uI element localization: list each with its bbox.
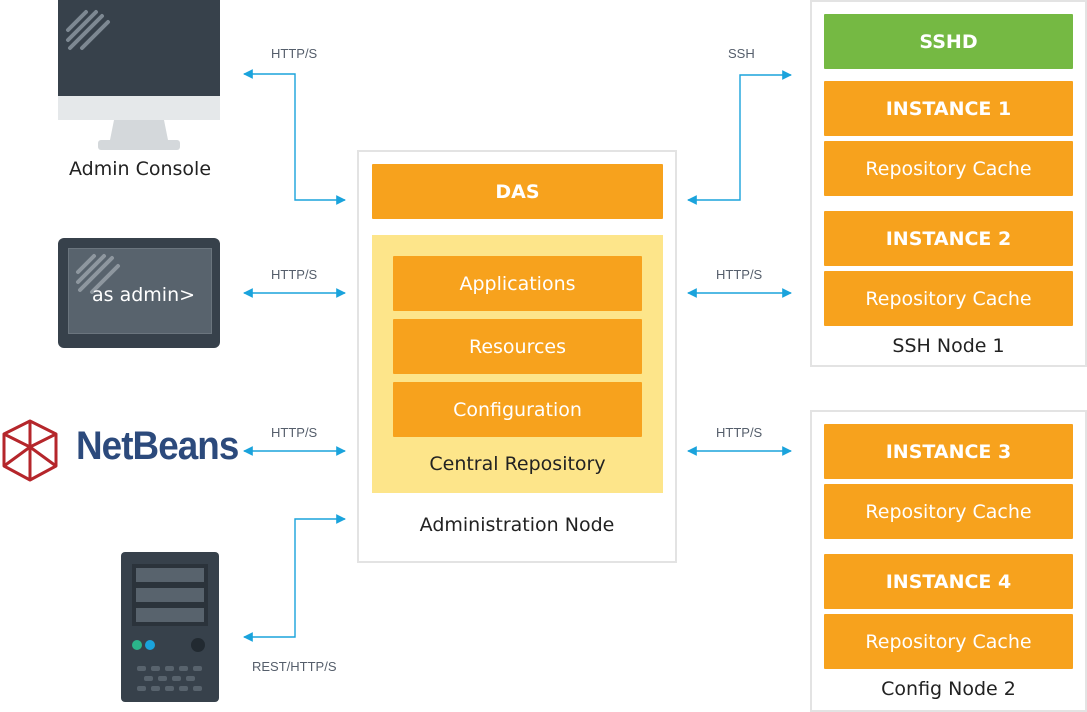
admin-console-label: Admin Console	[68, 158, 212, 180]
arrow-admin-console	[243, 69, 346, 205]
protocol-label-ssh: SSH	[728, 46, 755, 61]
arrow-server	[243, 514, 346, 642]
instance-1-block: INSTANCE 1	[824, 81, 1073, 136]
protocol-label-netbeans: HTTP/S	[271, 425, 318, 440]
protocol-label-terminal: HTTP/S	[271, 267, 318, 282]
protocol-label-config-node: HTTP/S	[716, 425, 763, 440]
repository-cache-2-block: Repository Cache	[824, 271, 1073, 326]
das-block: DAS	[372, 164, 663, 219]
configuration-block: Configuration	[393, 382, 642, 437]
resources-block: Resources	[393, 319, 642, 374]
repository-cache-3-block: Repository Cache	[824, 484, 1073, 539]
instance-4-block: INSTANCE 4	[824, 554, 1073, 609]
terminal-icon: as admin>	[58, 238, 220, 348]
protocol-label-server: REST/HTTP/S	[252, 659, 337, 674]
protocol-label-ssh-node: HTTP/S	[716, 267, 763, 282]
arrow-ssh	[687, 70, 792, 205]
server-icon	[121, 552, 219, 702]
repository-cache-1-block: Repository Cache	[824, 141, 1073, 196]
netbeans-logo-text: NetBeans	[76, 424, 239, 468]
monitor-icon	[58, 0, 220, 150]
instance-2-block: INSTANCE 2	[824, 211, 1073, 266]
netbeans-cube-icon	[2, 419, 58, 482]
instance-3-block: INSTANCE 3	[824, 424, 1073, 479]
sshd-block: SSHD	[824, 14, 1073, 69]
config-node-label: Config Node 2	[881, 678, 1016, 700]
protocol-label-admin-console: HTTP/S	[271, 46, 318, 61]
repository-cache-4-block: Repository Cache	[824, 614, 1073, 669]
terminal-prompt: as admin>	[92, 284, 196, 306]
ssh-node-label: SSH Node 1	[892, 335, 1005, 357]
applications-block: Applications	[393, 256, 642, 311]
administration-node-label: Administration Node	[419, 514, 615, 536]
central-repository-label: Central Repository	[429, 453, 606, 475]
